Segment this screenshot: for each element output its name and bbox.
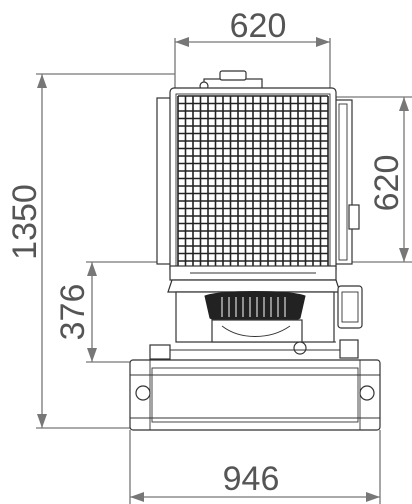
left-side-panel — [156, 97, 172, 265]
filler-cap — [199, 70, 263, 91]
generator-set — [129, 70, 381, 431]
base-width-dimension: 946 — [129, 430, 381, 504]
total-height-label: 1350 — [6, 184, 44, 260]
top-width-label: 620 — [230, 7, 287, 45]
base-frame — [129, 359, 381, 431]
top-width-dimension: 620 — [174, 7, 331, 92]
engine-block — [149, 279, 363, 360]
base-height-dimension: 376 — [54, 261, 172, 363]
side-height-dimension: 620 — [330, 96, 412, 263]
base-height-label: 376 — [54, 284, 92, 341]
total-height-dimension: 1350 — [6, 73, 175, 429]
right-side-panel — [333, 99, 353, 265]
side-height-label: 620 — [368, 155, 406, 212]
base-width-label: 946 — [223, 460, 280, 498]
radiator-grille — [177, 95, 329, 266]
